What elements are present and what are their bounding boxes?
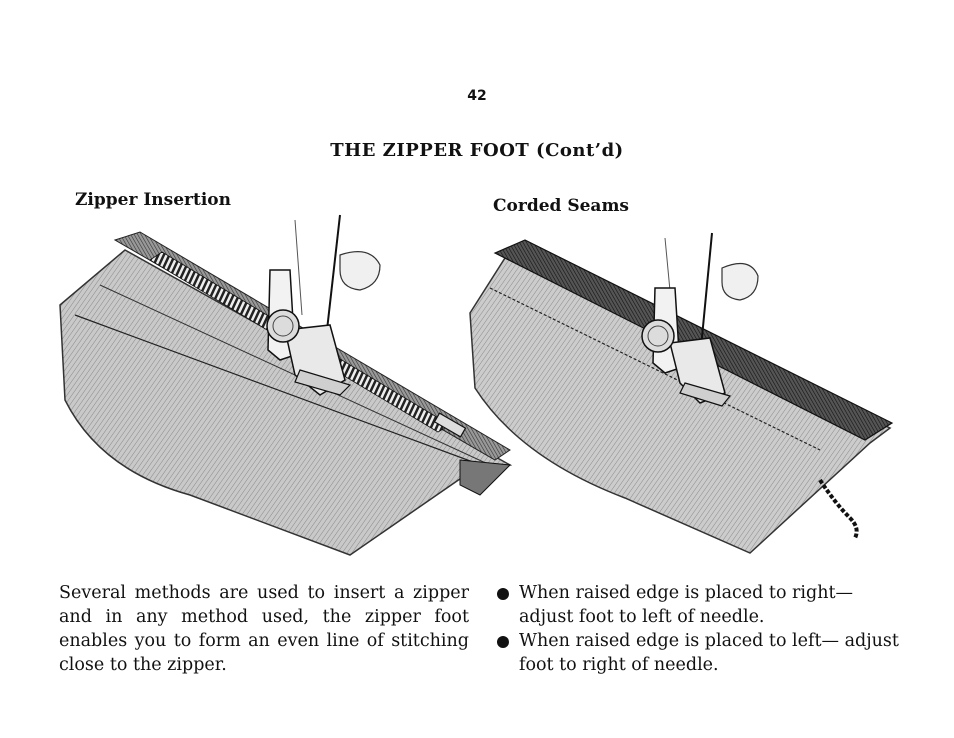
- bullet-icon: [497, 636, 509, 648]
- corded-seams-illustration: [469, 232, 894, 554]
- list-item: When raised edge is placed to right— adj…: [495, 581, 905, 629]
- zipper-insertion-illustration: [59, 214, 513, 556]
- bullet-icon: [497, 588, 509, 600]
- bullet-text: When raised edge is placed to right— adj…: [519, 583, 854, 627]
- zipper-insertion-paragraph: Several methods are used to insert a zip…: [59, 583, 469, 675]
- page-number: 42: [467, 88, 487, 104]
- fabric-shape: [469, 257, 892, 554]
- fabric-shape: [59, 249, 513, 556]
- page-title: THE ZIPPER FOOT (Cont’d): [330, 140, 624, 161]
- zipper-insertion-heading: Zipper Insertion: [75, 190, 231, 210]
- list-item: When raised edge is placed to left— adju…: [495, 629, 905, 677]
- bullet-text: When raised edge is placed to left— adju…: [519, 631, 899, 675]
- corded-seams-heading: Corded Seams: [493, 196, 629, 216]
- corded-seams-bullets: When raised edge is placed to right— adj…: [495, 581, 905, 677]
